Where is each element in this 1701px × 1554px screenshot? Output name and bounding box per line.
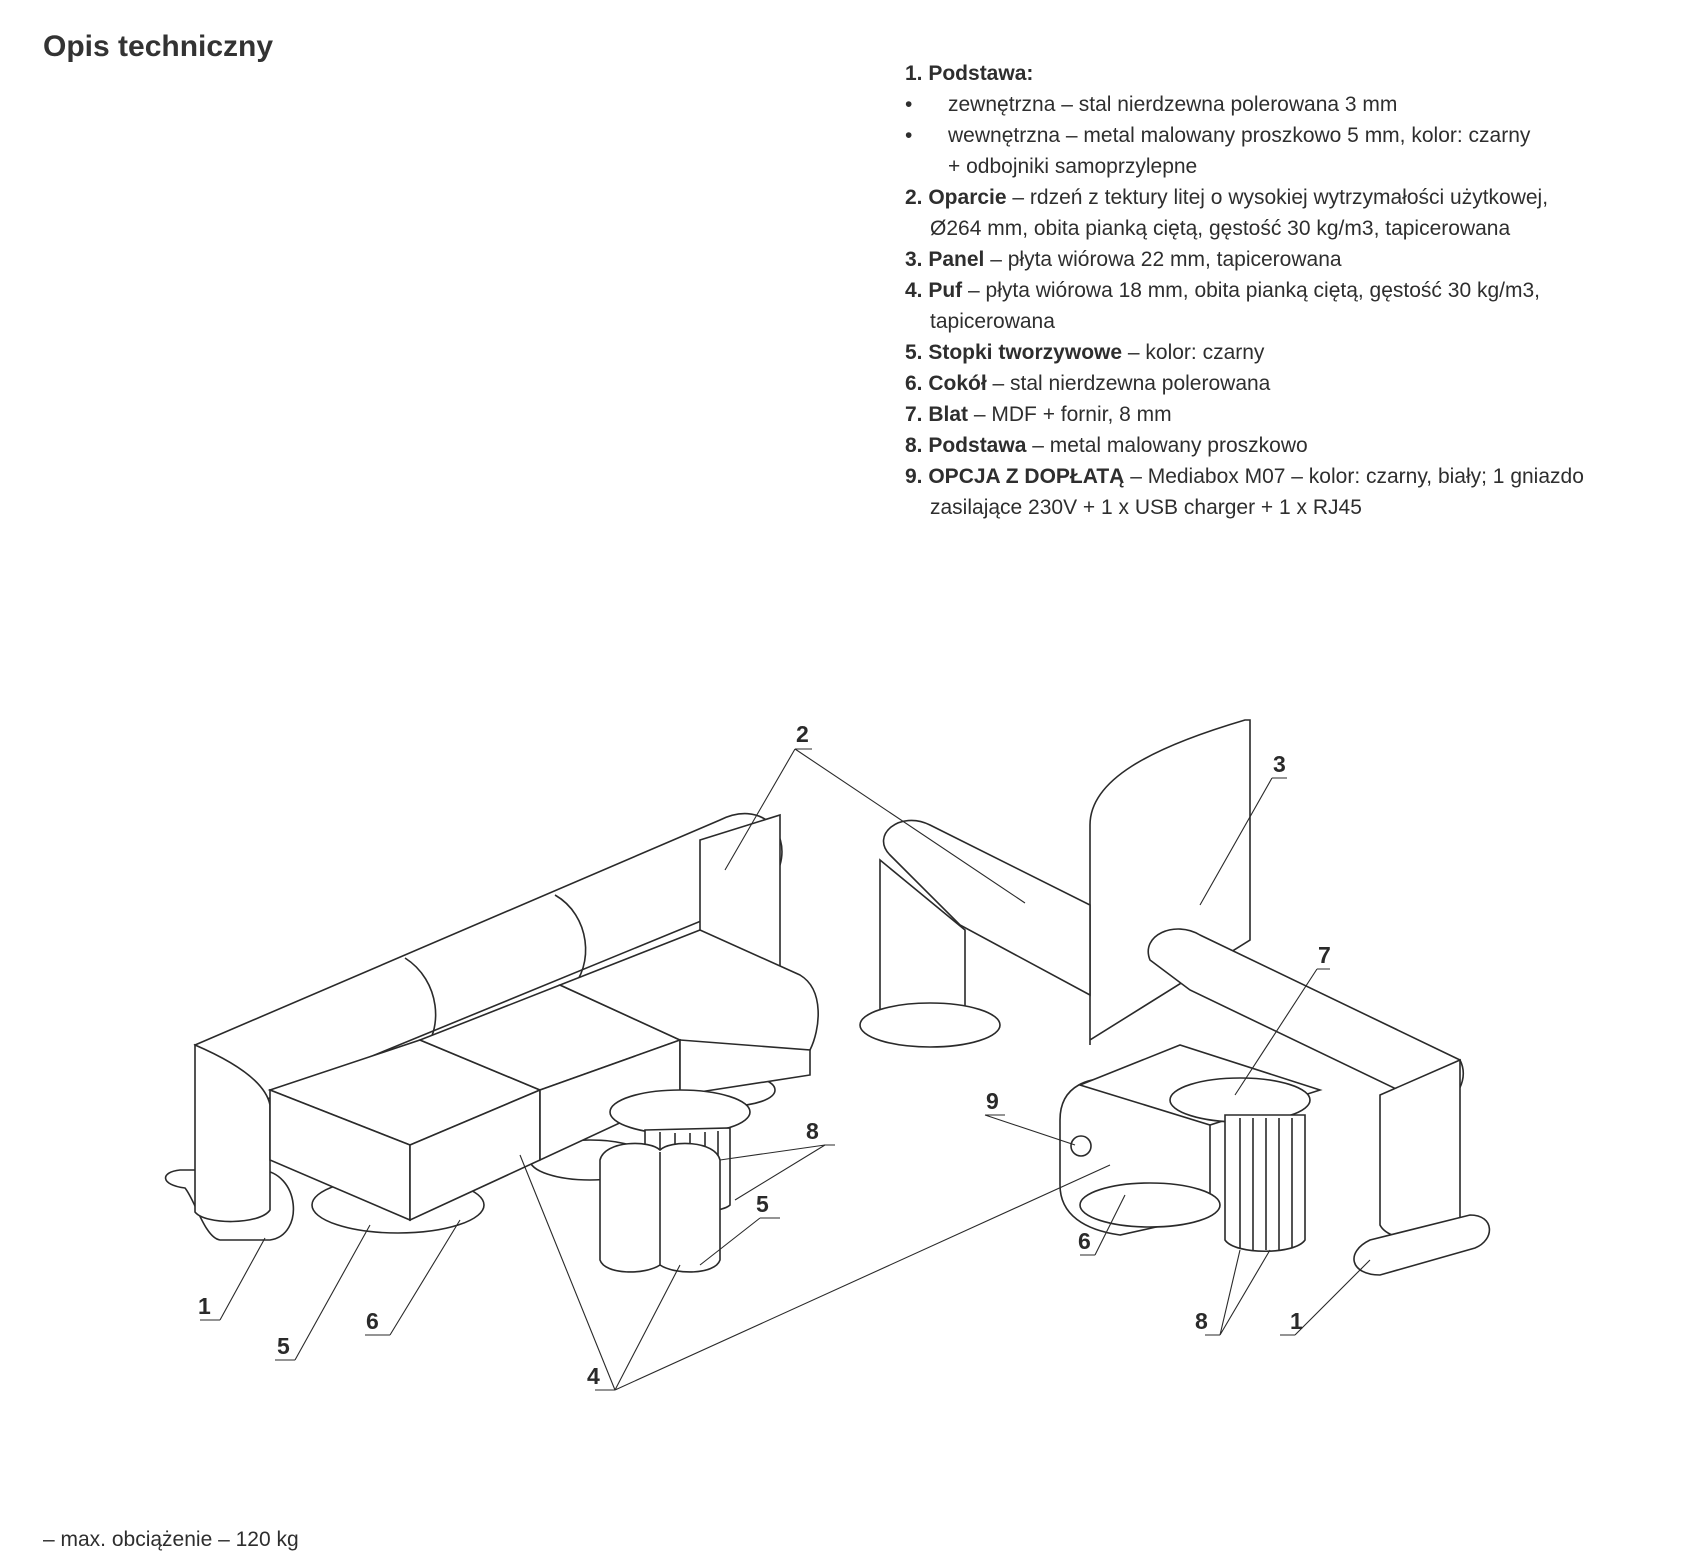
spec-item-1-bullet-1: • zewnętrzna – stal nierdzewna polerowan…	[905, 89, 1665, 120]
leader-5-mid	[699, 1217, 780, 1266]
leader-5-left	[275, 1224, 371, 1361]
callout-8: 8	[1195, 1308, 1208, 1334]
spec-item-lead: 5. Stopki tworzywowe	[905, 341, 1123, 364]
callout-8: 8	[806, 1118, 819, 1144]
callout-6: 6	[366, 1308, 379, 1334]
spec-item-4: 4. Puf – płyta wiórowa 18 mm, obita pian…	[905, 275, 1665, 306]
leader-1-right	[1280, 1259, 1371, 1336]
spec-item-text: – płyta wiórowa 22 mm, tapicerowana	[984, 248, 1342, 271]
callout-1: 1	[198, 1293, 211, 1319]
callout-7: 7	[1318, 942, 1331, 968]
callout-5: 5	[756, 1191, 769, 1217]
right-unit	[859, 719, 1491, 1276]
callout-9: 9	[986, 1088, 999, 1114]
spec-item-1: 1. Podstawa:	[905, 58, 1665, 89]
spec-item-1-lead: 1. Podstawa:	[905, 62, 1034, 85]
side-table-and-pouf	[599, 1089, 751, 1273]
leader-3	[1199, 777, 1287, 906]
callout-2: 2	[796, 721, 809, 747]
spec-item-text: – rdzeń z tektury litej o wysokiej wytrz…	[1006, 186, 1549, 209]
spec-item-3: 3. Panel – płyta wiórowa 22 mm, tapicero…	[905, 244, 1665, 275]
bullet-text: wewnętrzna – metal malowany proszkowo 5 …	[948, 124, 1531, 147]
spec-item-lead: 3. Panel	[905, 248, 985, 271]
spec-item-6: 6. Cokół – stal nierdzewna polerowana	[905, 368, 1665, 399]
callout-1: 1	[1290, 1308, 1303, 1334]
leader-4	[519, 1154, 1111, 1391]
callout-6: 6	[1078, 1228, 1091, 1254]
bullet-continuation: + odbojniki samoprzylepne	[948, 155, 1198, 178]
leader-lines	[200, 748, 1371, 1391]
cokol-ellipse	[1079, 1182, 1221, 1228]
spec-item-continuation: Ø264 mm, obita pianką ciętą, gęstość 30 …	[930, 217, 1511, 240]
bullet-text: zewnętrzna – stal nierdzewna polerowana …	[948, 93, 1398, 116]
spec-item-2: 2. Oparcie – rdzeń z tektury litej o wys…	[905, 182, 1665, 213]
leader-9	[984, 1114, 1076, 1146]
spec-item-text: – stal nierdzewna polerowana	[986, 372, 1271, 395]
mediabox	[1070, 1135, 1092, 1157]
spec-item-lead: 7. Blat	[905, 403, 969, 426]
spec-list: 1. Podstawa: • zewnętrzna – stal nierdze…	[905, 58, 1665, 523]
spec-item-text: – kolor: czarny	[1122, 341, 1265, 364]
spec-item-lead: 6. Cokół	[905, 372, 987, 395]
spec-item-text: – MDF + fornir, 8 mm	[968, 403, 1172, 426]
callout-5: 5	[277, 1333, 290, 1359]
leader-6-right	[1080, 1194, 1126, 1256]
bullet-dot: •	[905, 93, 913, 116]
spec-item-lead: 8. Podstawa	[905, 434, 1027, 457]
spec-item-lead: 2. Oparcie	[905, 186, 1007, 209]
leader-7	[1234, 968, 1330, 1096]
spec-item-lead: 9. OPCJA Z DOPŁATĄ	[905, 465, 1125, 488]
callout-3: 3	[1273, 751, 1286, 777]
spec-item-9: 9. OPCJA Z DOPŁATĄ – Mediabox M07 – kolo…	[905, 461, 1665, 492]
leader-8-right	[1205, 1249, 1271, 1336]
spec-item-8: 8. Podstawa – metal malowany proszkowo	[905, 430, 1665, 461]
spec-item-text: – metal malowany proszkowo	[1026, 434, 1308, 457]
spec-item-continuation: tapicerowana	[930, 310, 1055, 333]
callout-4: 4	[587, 1363, 600, 1389]
spec-item-text: – płyta wiórowa 18 mm, obita pianką cięt…	[962, 279, 1540, 302]
base-plate	[1353, 1214, 1491, 1276]
spec-item-1-bullet-2: • wewnętrzna – metal malowany proszkowo …	[905, 120, 1665, 151]
spec-item-text: – Mediabox M07 – kolor: czarny, biały; 1…	[1124, 465, 1584, 488]
max-load-note: – max. obciążenie – 120 kg	[43, 1528, 299, 1551]
spec-item-continuation: zasilające 230V + 1 x USB charger + 1 x …	[930, 496, 1362, 519]
left-sofa	[164, 812, 819, 1241]
spec-item-7: 7. Blat – MDF + fornir, 8 mm	[905, 399, 1665, 430]
page-title: Opis techniczny	[43, 30, 274, 63]
spec-item-lead: 4. Puf	[905, 279, 963, 302]
leader-2	[724, 748, 1026, 904]
seat-front	[679, 1039, 811, 1096]
leader-1-left	[200, 1237, 266, 1321]
spec-item-5: 5. Stopki tworzywowe – kolor: czarny	[905, 337, 1665, 368]
table-base	[1224, 1114, 1306, 1253]
base-plate	[859, 1002, 1001, 1048]
leader-6-left	[365, 1219, 461, 1336]
leader-8-left	[719, 1144, 835, 1201]
bullet-dot: •	[905, 124, 913, 147]
callouts: 2 3 7 9 8 5 6 1 8 1 6 5 4	[198, 721, 1331, 1389]
